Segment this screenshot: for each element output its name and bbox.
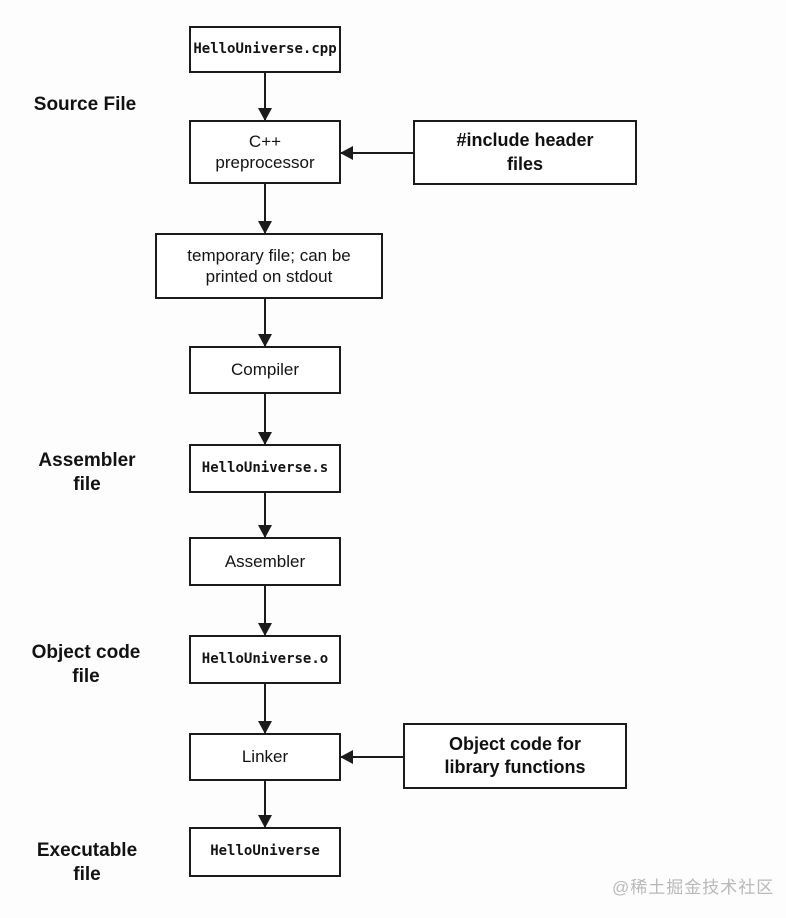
node-compiler: Compiler	[189, 346, 341, 394]
arrow-headers-to-preprocessor	[341, 152, 413, 154]
label-object-code-file: Object code file	[31, 642, 141, 687]
label-source-file: Source File	[33, 94, 137, 115]
node-assembler: Assembler	[189, 537, 341, 586]
node-linker: Linker	[189, 733, 341, 781]
watermark-text: @稀土掘金技术社区	[612, 878, 775, 897]
arrow-cpp-to-preprocessor	[264, 73, 266, 120]
arrow-sfile-to-assembler	[264, 493, 266, 537]
arrow-preprocessor-to-tempfile	[264, 184, 266, 233]
node-object-file-o: HelloUniverse.o	[189, 635, 341, 684]
arrow-linker-to-executable	[264, 781, 266, 827]
arrow-assembler-to-ofile	[264, 586, 266, 635]
node-source-file-cpp: HelloUniverse.cpp	[189, 26, 341, 73]
node-executable-file: HelloUniverse	[189, 827, 341, 877]
node-temporary-file: temporary file; can be printed on stdout	[155, 233, 383, 299]
label-assembler-file: Assembler file	[38, 450, 136, 495]
node-cpp-preprocessor: C++ preprocessor	[189, 120, 341, 184]
node-assembler-file-s: HelloUniverse.s	[189, 444, 341, 493]
label-executable-file: Executable file	[36, 840, 138, 885]
arrow-tempfile-to-compiler	[264, 299, 266, 346]
callout-object-code-libraries: Object code for library functions	[403, 723, 627, 789]
callout-include-headers: #include header files	[413, 120, 637, 185]
arrow-ofile-to-linker	[264, 684, 266, 733]
arrow-libraries-to-linker	[341, 756, 403, 758]
arrow-compiler-to-sfile	[264, 394, 266, 444]
